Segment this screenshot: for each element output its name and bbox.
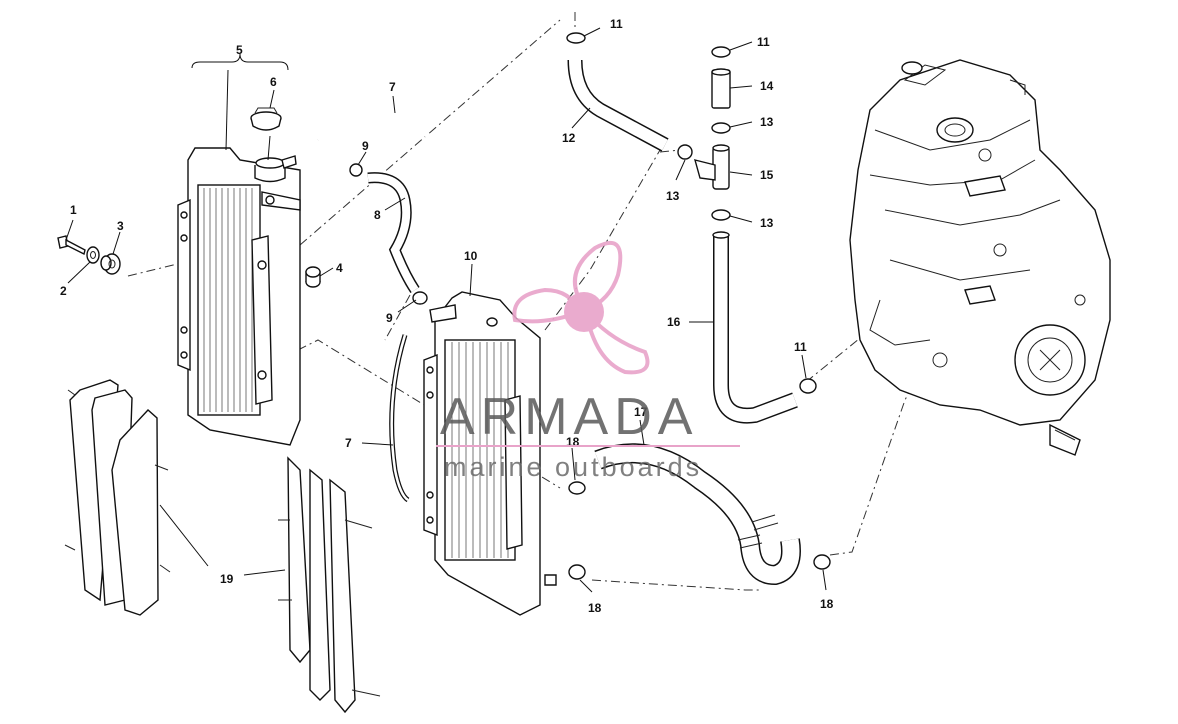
watermark-brand: ARMADA xyxy=(440,388,698,446)
callout-11-lower: 11 xyxy=(794,340,807,354)
hose-17 xyxy=(594,443,801,586)
hose-8 xyxy=(367,172,420,294)
callout-8: 8 xyxy=(374,208,381,222)
callout-7-upper: 7 xyxy=(389,80,396,94)
callout-17: 17 xyxy=(634,405,648,419)
hose-7-upper xyxy=(317,113,432,286)
callout-7-lower: 7 xyxy=(345,436,352,450)
hose-12 xyxy=(567,59,669,152)
hose-16 xyxy=(712,231,798,424)
t-piece-15 xyxy=(694,144,730,190)
spacer xyxy=(305,266,321,288)
callout-labels: 1 2 3 4 5 6 7 7 8 9 9 10 11 11 11 12 13 … xyxy=(60,17,834,615)
callout-18-right: 18 xyxy=(820,597,834,611)
callout-13-upper: 13 xyxy=(760,115,774,129)
assembly-lines xyxy=(127,12,956,591)
callout-11-right: 11 xyxy=(757,35,770,49)
callout-15: 15 xyxy=(760,168,774,182)
left-radiator xyxy=(177,147,301,446)
callout-10: 10 xyxy=(464,249,478,263)
callout-3: 3 xyxy=(117,219,124,233)
left-radiator-core-fins xyxy=(203,188,253,412)
callout-9-lower: 9 xyxy=(386,311,393,325)
callout-16: 16 xyxy=(667,315,681,329)
radiator-guards-right xyxy=(278,456,381,714)
propeller-icon xyxy=(512,241,650,375)
callout-9-upper: 9 xyxy=(362,139,369,153)
callout-1: 1 xyxy=(70,203,77,217)
callout-13-lower: 13 xyxy=(760,216,774,230)
hose-7-lower xyxy=(389,334,410,503)
hose-clamps xyxy=(349,32,831,580)
callout-5: 5 xyxy=(236,43,243,57)
right-radiator xyxy=(423,291,557,616)
radiator-guards-left xyxy=(64,379,171,616)
hose-14 xyxy=(711,68,731,109)
callout-2: 2 xyxy=(60,284,67,298)
callout-18-left: 18 xyxy=(588,601,602,615)
callout-13-left: 13 xyxy=(666,189,680,203)
callout-12: 12 xyxy=(562,131,576,145)
mount-bolt-set xyxy=(57,235,121,275)
leader-lines xyxy=(65,27,827,593)
callout-4: 4 xyxy=(336,261,343,275)
callout-14: 14 xyxy=(760,79,774,93)
callout-19: 19 xyxy=(220,572,234,586)
radiator-cap xyxy=(250,107,282,131)
watermark-tagline: marine outboards xyxy=(444,452,702,482)
callout-6: 6 xyxy=(270,75,277,89)
engine xyxy=(849,59,1111,456)
callout-11-top: 11 xyxy=(610,17,623,31)
armada-watermark: ARMADA marine outboards xyxy=(436,241,740,482)
